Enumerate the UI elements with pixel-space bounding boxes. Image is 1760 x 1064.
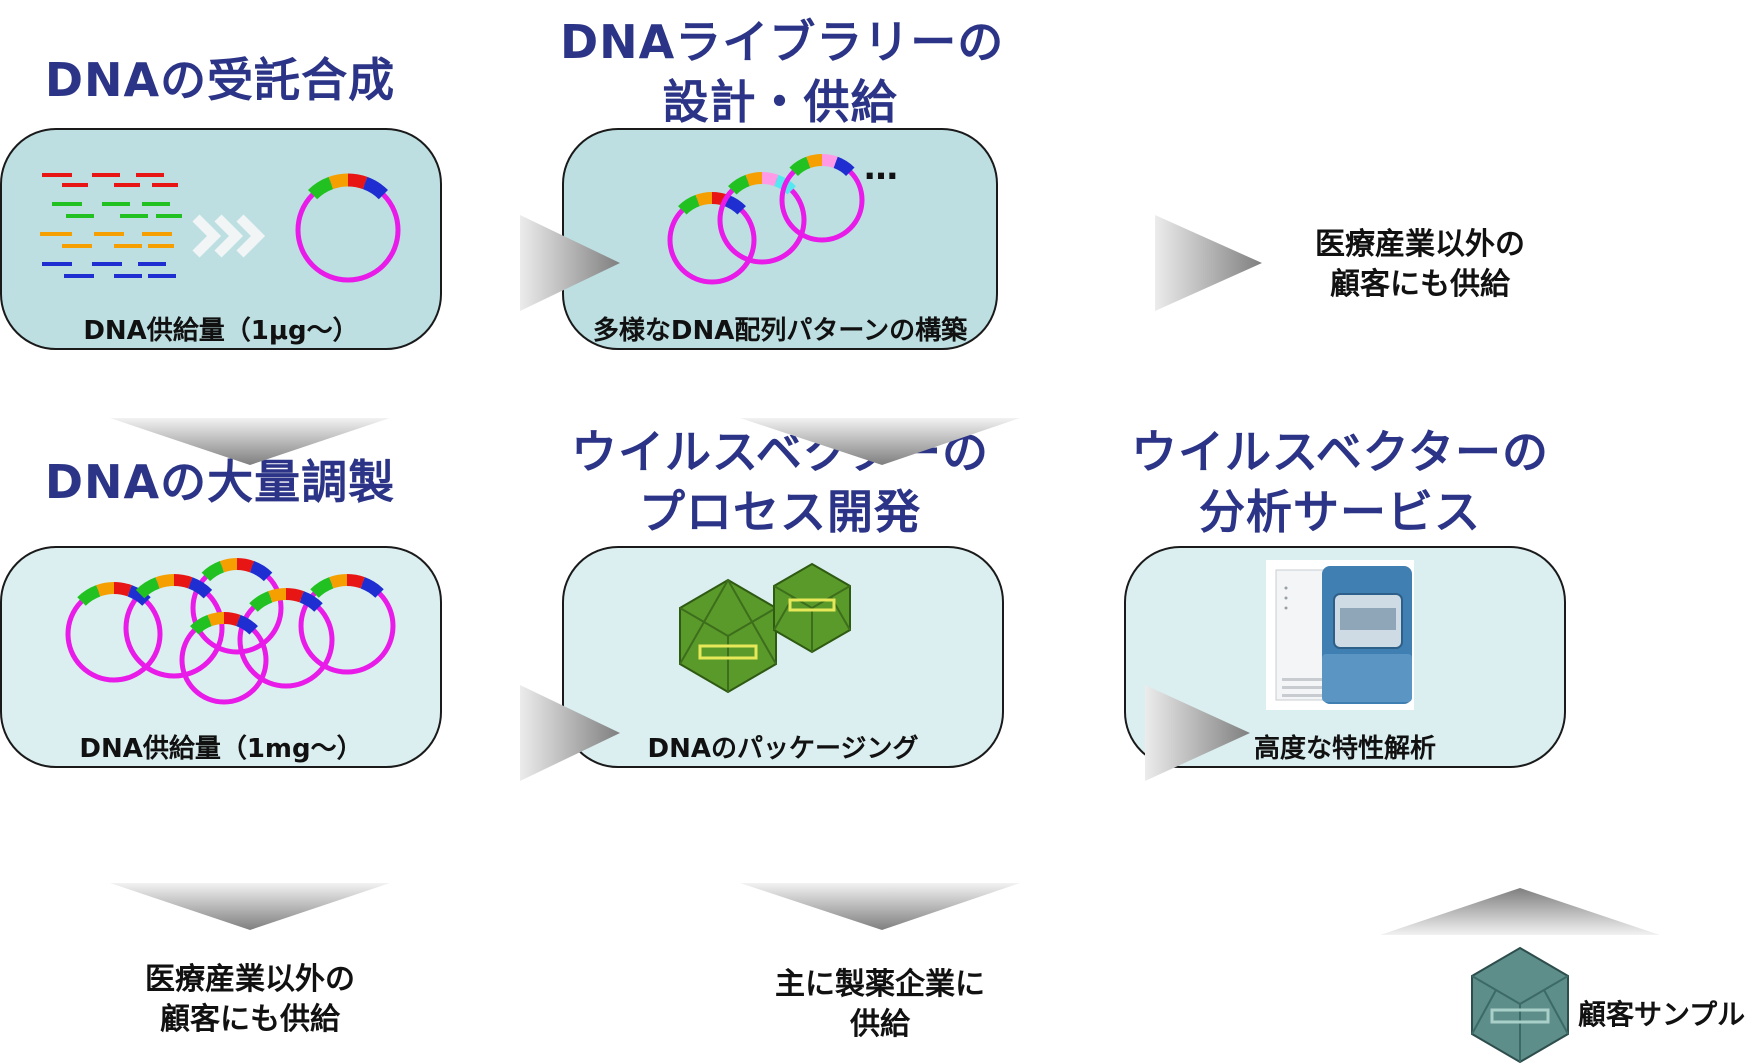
- assembled-plasmid-icon: [295, 173, 401, 283]
- synthesis-illustration: [40, 173, 401, 283]
- note-process-outcome-line1: 主に製薬企業に: [775, 967, 985, 1002]
- note-library-outcome: 医療産業以外の 顧客にも供給: [1290, 225, 1550, 305]
- analysis-illustration: [1266, 560, 1414, 710]
- library-ellipsis: …: [864, 148, 898, 188]
- note-library-outcome-line1: 医療産業以外の: [1315, 227, 1525, 262]
- title-dna-library-line1: DNAライブラリーの: [560, 15, 1005, 69]
- caption-process-development: DNAのパッケージング: [647, 734, 919, 764]
- virus-particle-small-icon: [773, 562, 851, 654]
- oligo-fragments: [40, 173, 182, 278]
- process-illustration: [679, 562, 851, 694]
- title-dna-synthesis: DNAの受託合成: [44, 53, 396, 107]
- caption-dna-synthesis: DNA供給量（1μg～）: [83, 316, 359, 346]
- box-process-development: DNAのパッケージング: [562, 546, 1004, 768]
- analyzer-instrument-icon: [1266, 560, 1414, 710]
- large-scale-illustration: [65, 558, 396, 705]
- note-large-scale-outcome-line1: 医療産業以外の: [145, 962, 355, 997]
- plasmid-segments: [77, 558, 384, 635]
- box-dna-synthesis: DNA供給量（1μg～）: [0, 128, 442, 350]
- title-process-line2: プロセス開発: [639, 485, 921, 539]
- box-analysis-service: 高度な特性解析: [1124, 546, 1566, 768]
- title-process-line1: ウイルスベクターの: [571, 425, 989, 479]
- arrow-down-large-scale-to-outcome: [110, 883, 390, 930]
- note-customer-sample: 顧客サンプル: [1578, 998, 1746, 1031]
- note-large-scale-outcome: 医療産業以外の 顧客にも供給: [110, 960, 390, 1040]
- plasmid-ring-1: [667, 191, 757, 285]
- plasmid-ring-3: [779, 153, 865, 243]
- library-illustration: [667, 153, 865, 285]
- title-analysis-service: ウイルスベクターの 分析サービス: [1120, 422, 1560, 542]
- note-process-outcome: 主に製薬企業に 供給: [740, 965, 1020, 1045]
- chevron-arrows-icon: [192, 214, 266, 258]
- plasmid-ring-2: [717, 171, 807, 265]
- virus-particle-large-icon: [679, 578, 777, 694]
- title-process-development: ウイルスベクターの プロセス開発: [560, 422, 1000, 542]
- caption-analysis-service: 高度な特性解析: [1253, 734, 1436, 764]
- title-analysis-line2: 分析サービス: [1199, 485, 1481, 539]
- caption-dna-library: 多様なDNA配列パターンの構築: [592, 316, 968, 346]
- note-large-scale-outcome-line2: 顧客にも供給: [160, 1002, 340, 1037]
- arrow-right-library-to-outcome: [1155, 215, 1262, 311]
- arrow-down-process-to-outcome: [740, 883, 1020, 930]
- title-dna-large-scale: DNAの大量調製: [44, 455, 396, 509]
- title-dna-library-line2: 設計・供給: [662, 75, 898, 129]
- caption-dna-large-scale: DNA供給量（1mg～）: [79, 734, 363, 764]
- customer-sample-virus-icon: [1471, 946, 1569, 1064]
- title-analysis-line1: ウイルスベクターの: [1131, 425, 1549, 479]
- box-dna-large-scale: DNA供給量（1mg～）: [0, 546, 442, 768]
- note-process-outcome-line2: 供給: [850, 1007, 910, 1042]
- box-dna-library: … 多様なDNA配列パターンの構築: [562, 128, 998, 350]
- note-library-outcome-line2: 顧客にも供給: [1330, 267, 1510, 302]
- arrow-up-sample-to-analysis: [1380, 888, 1660, 935]
- title-dna-library: DNAライブラリーの 設計・供給: [560, 12, 1005, 132]
